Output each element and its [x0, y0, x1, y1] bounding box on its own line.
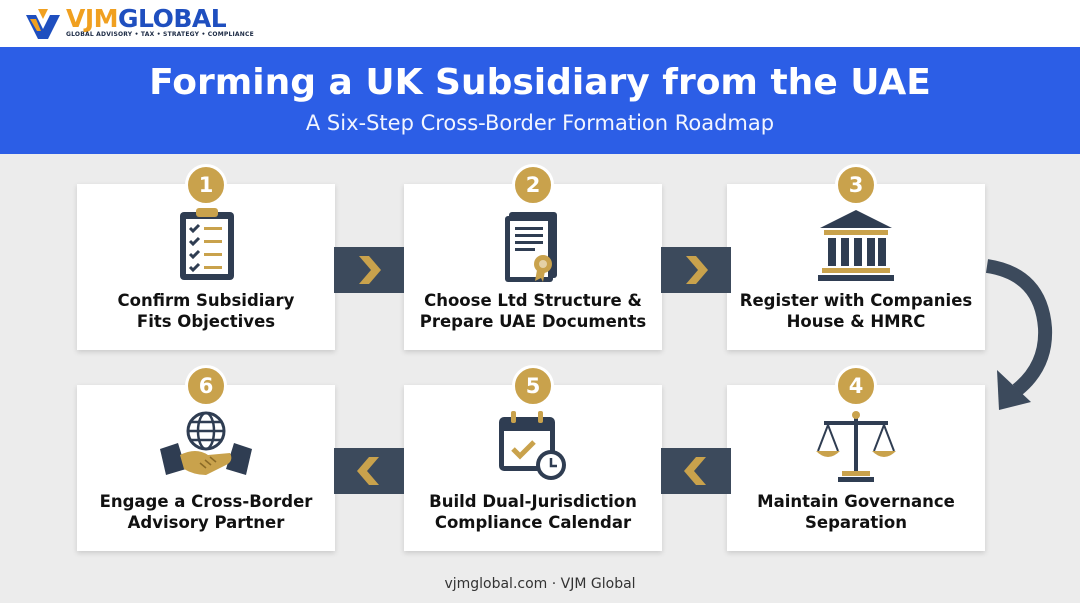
step-label: Build Dual-Jurisdiction Compliance Calen…: [410, 491, 656, 533]
chevron-right-icon: [686, 256, 708, 284]
logo-tagline: GLOBAL ADVISORY • TAX • STRATEGY • COMPL…: [66, 31, 254, 38]
certificate-document-icon: [505, 212, 557, 282]
logo-wordmark-vjm: VJM: [66, 4, 119, 33]
step-label: Choose Ltd Structure & Prepare UAE Docum…: [410, 290, 656, 332]
step-label-line2: House & HMRC: [786, 312, 926, 331]
step-card-4: Maintain Governance Separation: [727, 385, 985, 551]
chevron-left-icon: [684, 457, 706, 485]
page-subtitle: A Six-Step Cross-Border Formation Roadma…: [305, 111, 775, 135]
calendar-clock-icon: [499, 411, 566, 480]
step-card-5: Build Dual-Jurisdiction Compliance Calen…: [404, 385, 662, 551]
step-number-badge-6: 6: [185, 365, 227, 407]
step-number-badge-1: 1: [185, 164, 227, 206]
step-label: Maintain Governance Separation: [733, 491, 979, 533]
step-card-2: Choose Ltd Structure & Prepare UAE Docum…: [404, 184, 662, 350]
step-label-line1: Engage a Cross-Border: [99, 492, 313, 511]
header-banner: Forming a UK Subsidiary from the UAE A S…: [0, 47, 1080, 154]
page-title: Forming a UK Subsidiary from the UAE: [149, 62, 931, 103]
step-card-1: Confirm Subsidiary Fits Objectives: [77, 184, 335, 350]
curved-arrow-icon: [985, 259, 1053, 410]
balance-scale-icon: [816, 411, 896, 482]
step-label-line2: Compliance Calendar: [434, 513, 632, 532]
step-label-line2: Fits Objectives: [136, 312, 276, 331]
step-label-line2: Advisory Partner: [127, 513, 285, 532]
step-label-line1: Confirm Subsidiary: [117, 291, 295, 310]
checklist-clipboard-icon: [180, 208, 234, 280]
connector-5-from-4: [661, 448, 731, 494]
step-number-badge-4: 4: [835, 365, 877, 407]
logo-mark-icon: [26, 9, 60, 39]
footer-credit: vjmglobal.com · VJM Global: [444, 576, 636, 592]
step-label: Register with Companies House & HMRC: [733, 290, 979, 332]
step-number-badge-3: 3: [835, 164, 877, 206]
step-label-line2: Prepare UAE Documents: [419, 312, 647, 331]
government-building-icon: [818, 210, 894, 281]
chevron-left-icon: [357, 457, 379, 485]
chevron-right-icon: [359, 256, 381, 284]
connector-1-to-2: [334, 247, 404, 293]
step-label-line1: Choose Ltd Structure &: [424, 291, 642, 310]
connector-2-to-3: [661, 247, 731, 293]
step-card-3: Register with Companies House & HMRC: [727, 184, 985, 350]
step-label-line1: Maintain Governance: [757, 492, 955, 511]
step-label: Confirm Subsidiary Fits Objectives: [83, 290, 329, 332]
logo-wordmark-global: GLOBAL: [118, 4, 227, 33]
logo-wordmark: VJMGLOBAL: [66, 4, 227, 33]
step-number-badge-2: 2: [512, 164, 554, 206]
step-label-line1: Register with Companies: [739, 291, 973, 310]
globe-handshake-icon: [160, 411, 252, 475]
top-bar: VJMGLOBAL GLOBAL ADVISORY • TAX • STRATE…: [0, 0, 1080, 47]
step-label-line1: Build Dual-Jurisdiction: [429, 492, 637, 511]
step-card-6: Engage a Cross-Border Advisory Partner: [77, 385, 335, 551]
step-label-line2: Separation: [805, 513, 907, 532]
step-number-badge-5: 5: [512, 365, 554, 407]
step-label: Engage a Cross-Border Advisory Partner: [83, 491, 329, 533]
connector-6-from-5: [334, 448, 404, 494]
